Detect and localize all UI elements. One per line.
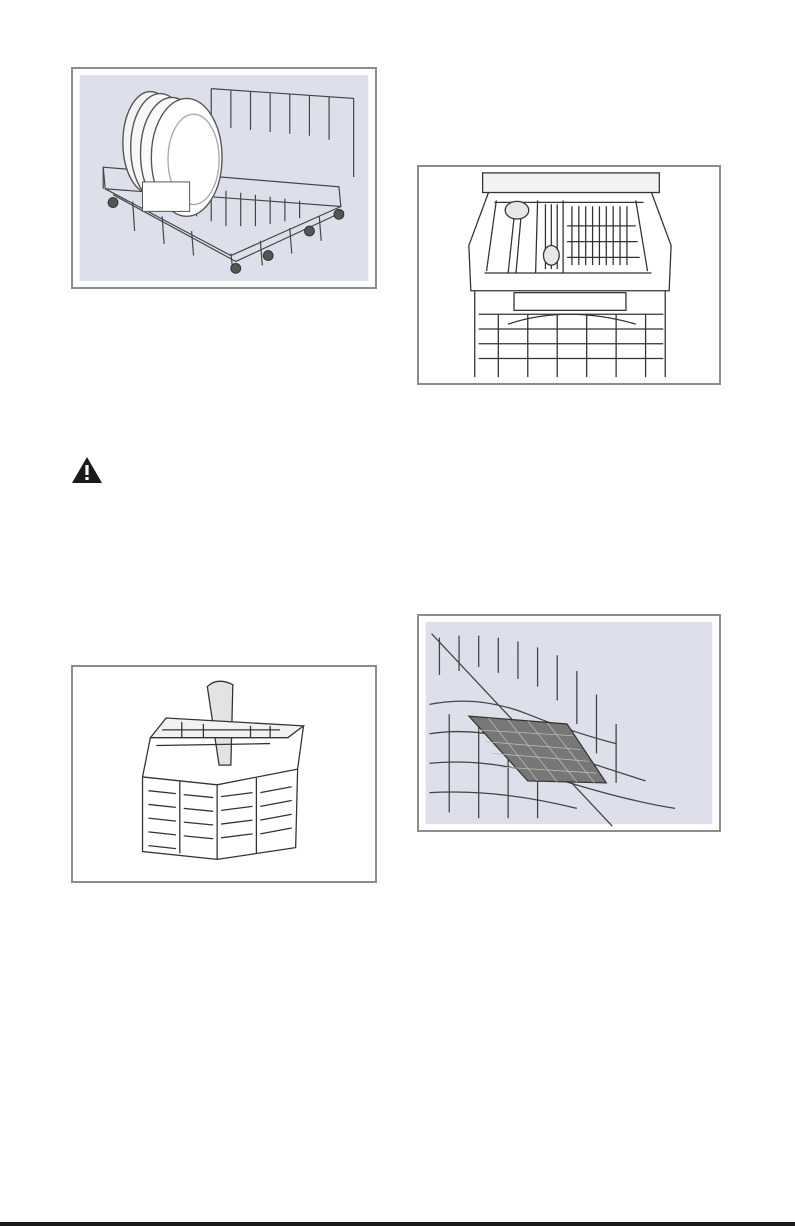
figure-cutlery-basket <box>71 665 377 883</box>
page-bottom-rule <box>0 1222 795 1226</box>
dish-rack-with-plates-illustration <box>73 69 375 287</box>
warning-triangle-icon <box>71 456 103 484</box>
rack-folding-tines-illustration <box>419 616 719 830</box>
cutlery-basket-illustration <box>73 667 375 881</box>
figure-rack-folding-tines <box>417 614 721 832</box>
figure-lower-rack-plates <box>71 67 377 289</box>
figure-third-rack-cutlery <box>417 165 721 385</box>
cutlery-tray-rack-illustration <box>419 167 719 383</box>
